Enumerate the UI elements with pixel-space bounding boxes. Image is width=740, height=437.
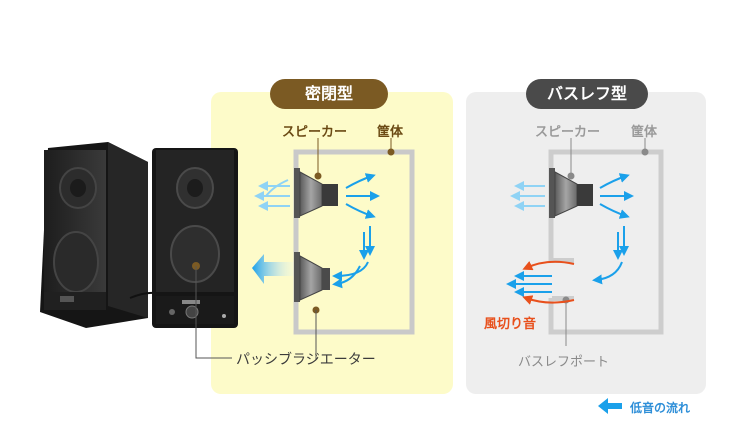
sealed-enclosure-label: 筐体 [377, 125, 404, 140]
passive-radiator-label: パッシブラジエーター [236, 352, 376, 368]
wind-noise-label: 風切り音 [484, 317, 537, 332]
bass-reflex-flow-arrows [506, 173, 634, 414]
sealed-enclosure-drawing [293, 138, 415, 360]
sealed-type-title: 密閉型 [270, 79, 388, 109]
bass-reflex-title: バスレフ型 [526, 79, 648, 109]
sealed-flow-arrows [254, 173, 380, 289]
bass-reflex-speaker-label: スピーカー [535, 125, 601, 140]
low-frequency-flow-legend: 低音の流れ [630, 401, 691, 415]
bass-reflex-port-label: バスレフポート [518, 355, 610, 370]
speaker-product-image [40, 142, 238, 359]
bass-reflex-enclosure-drawing [548, 138, 664, 346]
sealed-speaker-label: スピーカー [282, 125, 348, 140]
bass-reflex-enclosure-label: 筐体 [631, 125, 658, 140]
bass-reflex-panel [466, 92, 706, 394]
big-low-frequency-arrow [252, 254, 300, 284]
